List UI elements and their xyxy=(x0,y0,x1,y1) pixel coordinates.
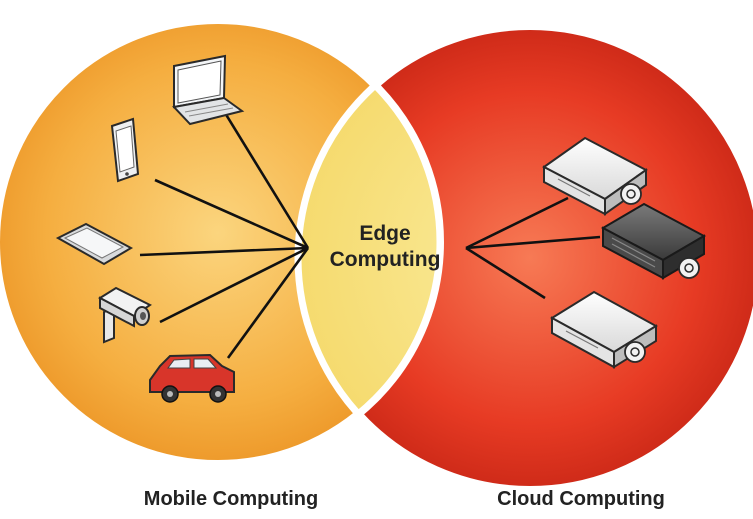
edge-label-line1: Edge xyxy=(359,222,410,245)
smartphone-icon xyxy=(110,117,140,183)
cloud-connector-lines xyxy=(465,196,601,300)
mobile-computing-label: Mobile Computing xyxy=(143,488,319,510)
laptop-icon xyxy=(172,54,245,126)
server-icon xyxy=(600,202,707,280)
cloud-computing-label: Cloud Computing xyxy=(497,488,665,510)
server-icon xyxy=(550,290,658,369)
mobile-circle-outline xyxy=(0,16,444,468)
security-camera-icon xyxy=(97,286,152,344)
edge-label-line2: Computing xyxy=(330,248,441,271)
server-icon xyxy=(542,136,648,216)
car-icon xyxy=(149,353,235,403)
cloud-circle-outline xyxy=(294,22,753,494)
mobile-connector-lines xyxy=(139,107,310,359)
tablet-icon xyxy=(55,222,134,266)
